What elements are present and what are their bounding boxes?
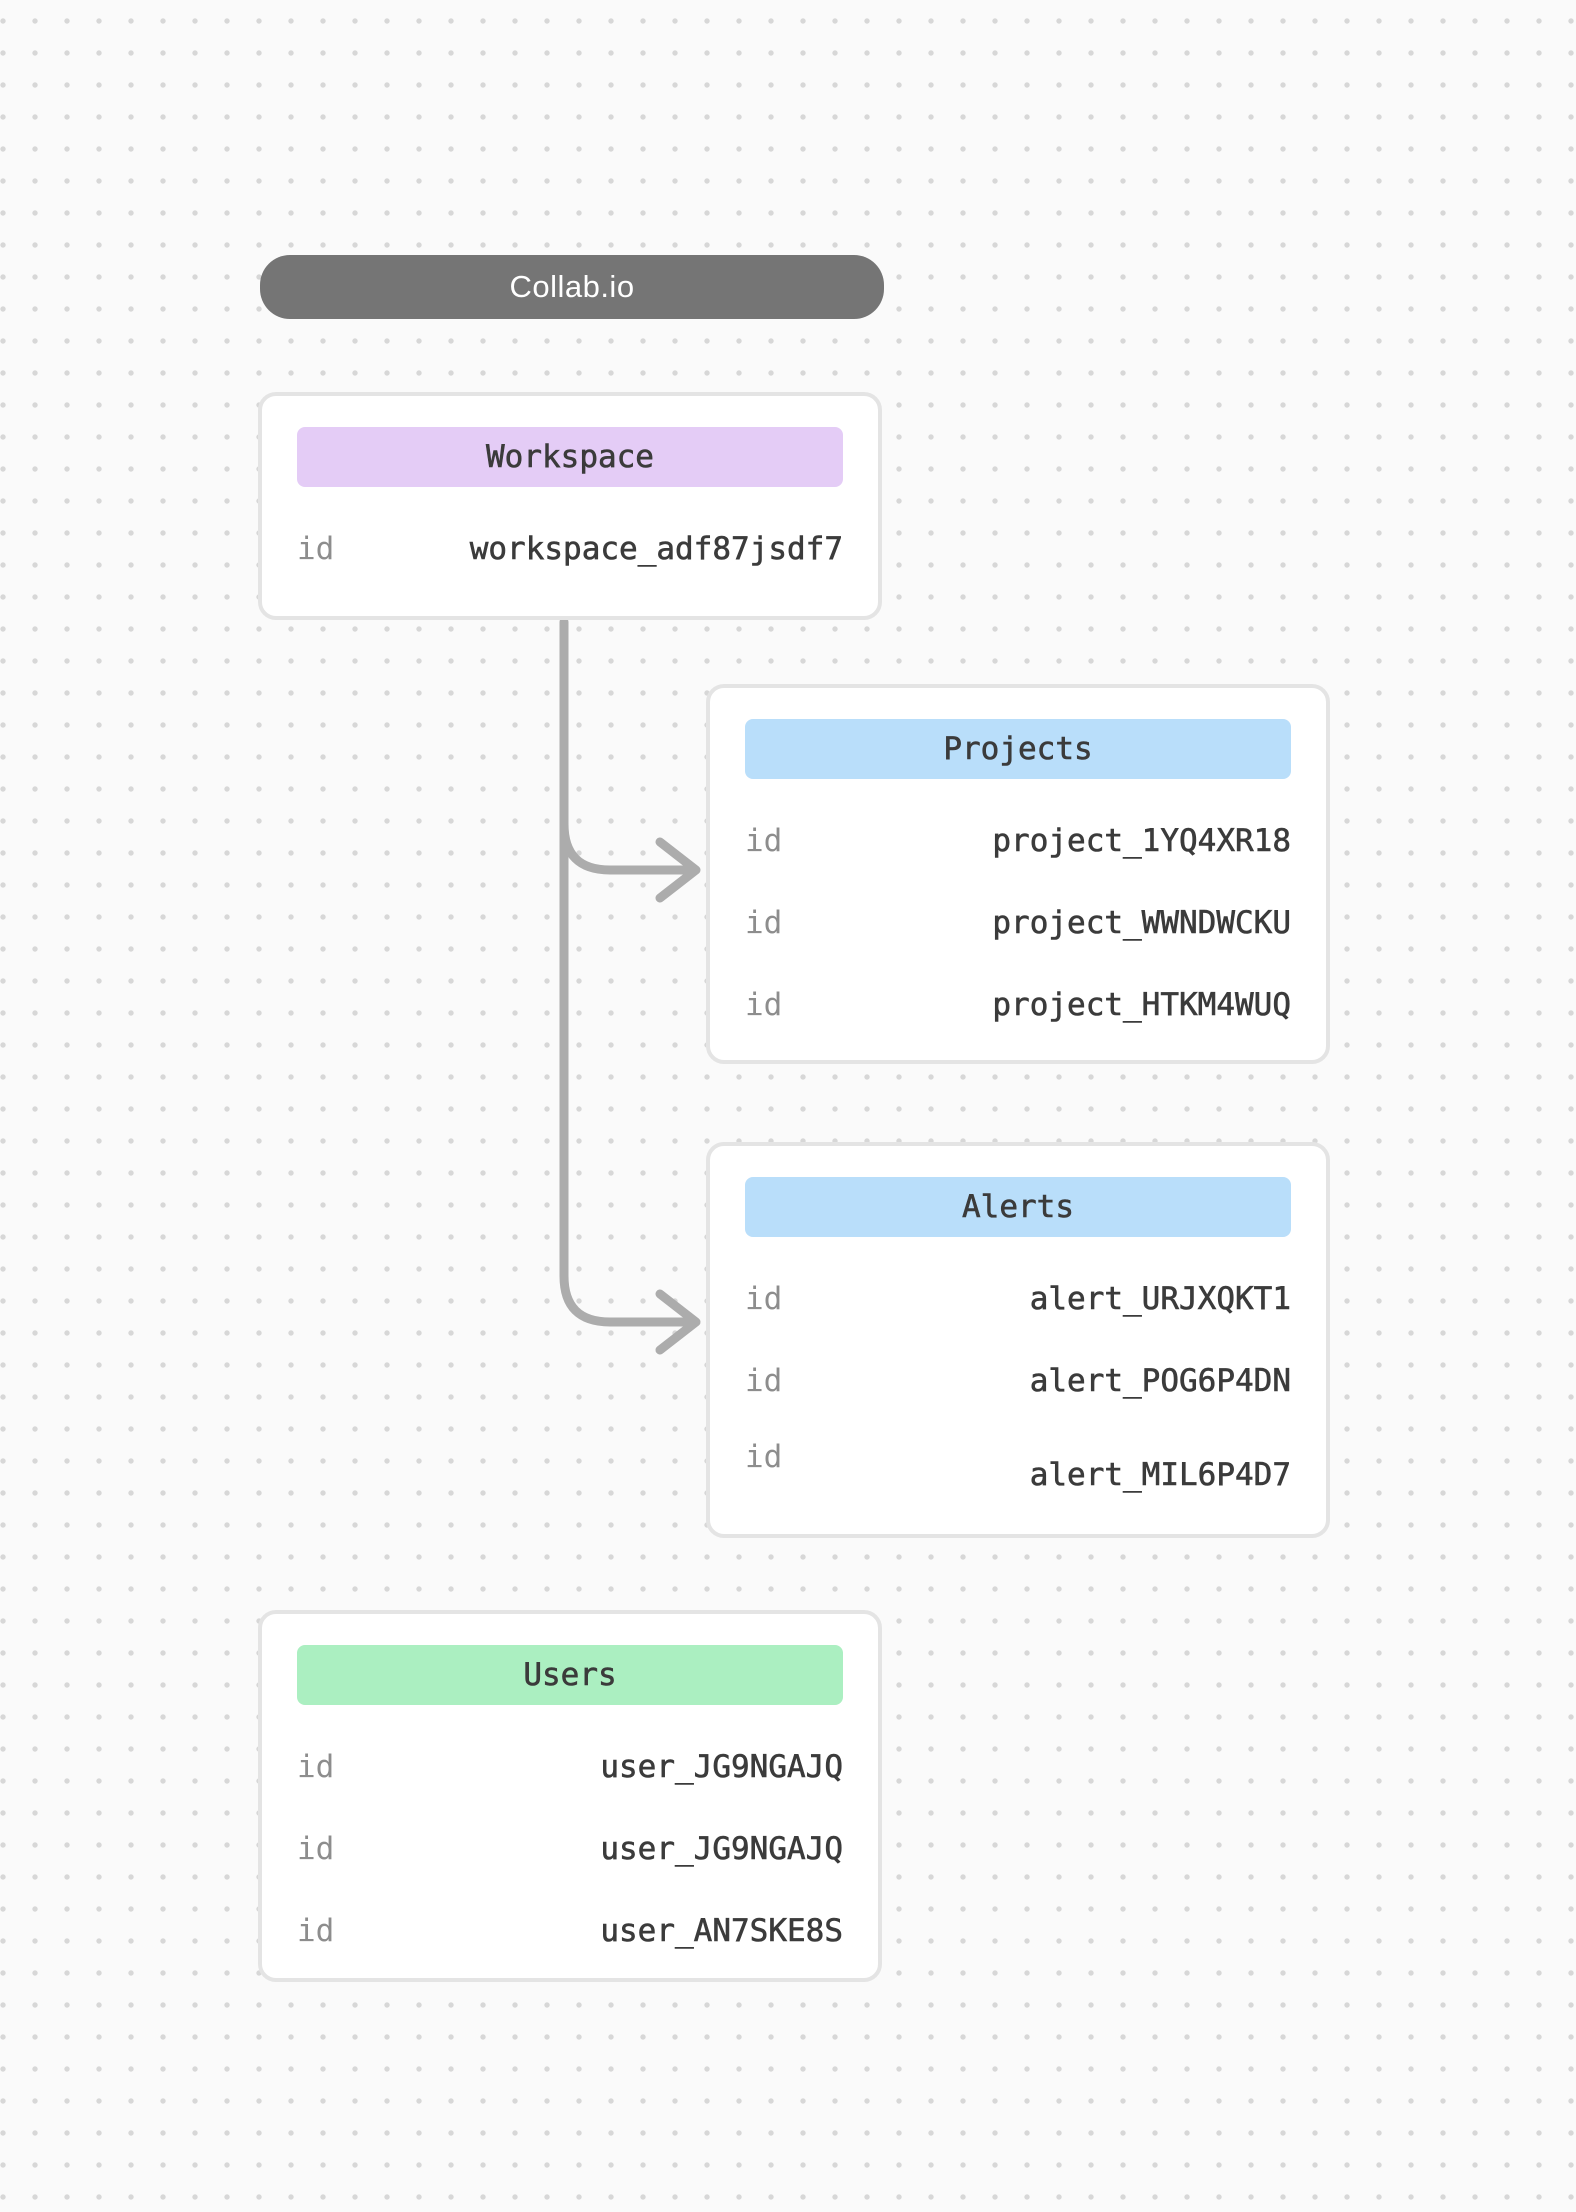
- field-value: project_HTKM4WUQ: [992, 987, 1291, 1024]
- arrowhead-projects-icon: [655, 837, 701, 903]
- field-label: id: [745, 1281, 783, 1317]
- workspace-to-alerts-connector: [559, 617, 691, 1327]
- table-row: id project_HTKM4WUQ: [745, 985, 1291, 1025]
- app-title-pill[interactable]: Collab.io: [260, 255, 884, 319]
- users-card-title: Users: [523, 1657, 617, 1694]
- field-label: id: [745, 987, 783, 1023]
- workspace-to-projects-connector: [559, 819, 691, 875]
- table-row: id alert_URJXQKT1: [745, 1279, 1291, 1319]
- field-value: alert_URJXQKT1: [1029, 1281, 1291, 1318]
- users-card-header: Users: [297, 1645, 843, 1705]
- field-value: user_JG9NGAJQ: [600, 1831, 843, 1868]
- projects-card[interactable]: Projects id project_1YQ4XR18 id project_…: [706, 684, 1330, 1064]
- field-value: alert_MIL6P4D7: [1029, 1457, 1291, 1494]
- workspace-card[interactable]: Workspace id workspace_adf87jsdf7: [258, 392, 882, 620]
- table-row: id alert_MIL6P4D7: [745, 1439, 1291, 1493]
- alerts-card-title: Alerts: [962, 1189, 1075, 1226]
- alerts-card[interactable]: Alerts id alert_URJXQKT1 id alert_POG6P4…: [706, 1142, 1330, 1538]
- app-title: Collab.io: [509, 269, 635, 304]
- table-row: id user_JG9NGAJQ: [297, 1747, 843, 1787]
- field-label: id: [297, 531, 335, 567]
- field-value: user_JG9NGAJQ: [600, 1749, 843, 1786]
- workspace-card-title: Workspace: [486, 439, 655, 476]
- field-value: alert_POG6P4DN: [1029, 1363, 1291, 1400]
- alerts-card-header: Alerts: [745, 1177, 1291, 1237]
- field-value: workspace_adf87jsdf7: [469, 531, 843, 568]
- field-value: user_AN7SKE8S: [600, 1913, 843, 1950]
- field-label: id: [745, 1439, 783, 1475]
- projects-card-title: Projects: [943, 731, 1093, 768]
- table-row: id user_AN7SKE8S: [297, 1911, 843, 1951]
- projects-card-header: Projects: [745, 719, 1291, 779]
- table-row: id project_WWNDWCKU: [745, 903, 1291, 943]
- table-row: id user_JG9NGAJQ: [297, 1829, 843, 1869]
- field-label: id: [297, 1831, 335, 1867]
- field-value: project_1YQ4XR18: [992, 823, 1291, 860]
- workspace-card-header: Workspace: [297, 427, 843, 487]
- arrowhead-alerts-icon: [655, 1289, 701, 1355]
- field-label: id: [745, 1363, 783, 1399]
- field-label: id: [745, 905, 783, 941]
- table-row: id workspace_adf87jsdf7: [297, 529, 843, 569]
- field-label: id: [745, 823, 783, 859]
- field-label: id: [297, 1749, 335, 1785]
- table-row: id alert_POG6P4DN: [745, 1361, 1291, 1401]
- users-card[interactable]: Users id user_JG9NGAJQ id user_JG9NGAJQ …: [258, 1610, 882, 1982]
- field-value: project_WWNDWCKU: [992, 905, 1291, 942]
- table-row: id project_1YQ4XR18: [745, 821, 1291, 861]
- field-label: id: [297, 1913, 335, 1949]
